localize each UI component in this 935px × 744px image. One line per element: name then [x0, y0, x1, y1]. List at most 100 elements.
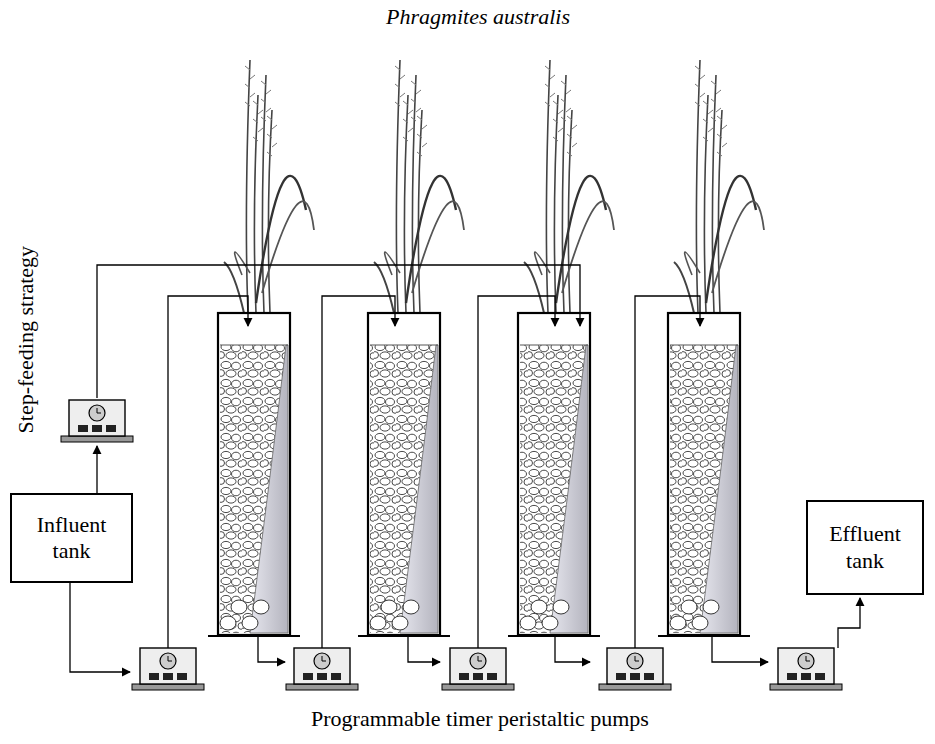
reed-flower: [272, 143, 277, 147]
reed-flower: [258, 110, 263, 114]
pump-button: [177, 673, 187, 680]
pump-button: [801, 673, 811, 680]
reed-leaf: [535, 252, 550, 275]
clock-hands: [97, 408, 101, 413]
column-shade: [700, 345, 738, 633]
reed-flower: [711, 81, 716, 85]
reed-flower: [550, 93, 555, 97]
reed-flower: [703, 101, 708, 105]
column-base: [508, 635, 600, 637]
reed-flower: [572, 125, 577, 129]
pump-button: [92, 425, 102, 432]
large-stone: [253, 600, 269, 614]
reed-flower: [708, 128, 713, 132]
reed-leaf: [262, 201, 314, 293]
reed-stem: [562, 75, 566, 313]
pump-button: [331, 673, 341, 680]
column-body: [218, 313, 290, 635]
reed-flower: [553, 101, 558, 105]
reed-flower: [403, 137, 408, 141]
pump-base: [442, 684, 514, 690]
large-stone: [370, 616, 386, 630]
wetland-column: [208, 60, 314, 636]
reed-flower: [267, 152, 272, 156]
peristaltic-pump: [442, 648, 514, 690]
reed-stem: [254, 95, 258, 313]
reed-flower: [411, 117, 416, 121]
bottom-label: Programmable timer peristaltic pumps: [311, 706, 649, 731]
pump-base: [132, 684, 204, 690]
clock-hands: [478, 656, 482, 661]
reed-flower: [253, 101, 258, 105]
reed-flower: [411, 99, 416, 103]
pump-button: [644, 673, 654, 680]
reed-flower: [700, 75, 705, 79]
reed-flower: [567, 116, 572, 120]
reed-flower: [267, 134, 272, 138]
large-stone: [403, 600, 419, 614]
column-base: [658, 635, 750, 637]
reed-flower: [245, 102, 250, 106]
reed-flower: [395, 84, 400, 88]
reed-leaf: [562, 201, 614, 293]
reed-leaf: [685, 252, 700, 275]
reed-flower: [711, 117, 716, 121]
reed-flower: [250, 75, 255, 79]
pump-base: [599, 684, 671, 690]
reed-flower: [545, 66, 550, 70]
reed-flower: [700, 93, 705, 97]
reed-flower: [561, 99, 566, 103]
large-stone: [520, 616, 536, 630]
reed-leaf: [235, 252, 250, 275]
large-stone: [703, 600, 719, 614]
reed-flower: [417, 134, 422, 138]
peristaltic-pump: [770, 648, 842, 690]
reed-flower: [267, 116, 272, 120]
reed-flower: [708, 110, 713, 114]
reed-flower: [695, 102, 700, 106]
pump-button: [459, 673, 469, 680]
reed-leaf: [385, 252, 400, 275]
clock-hands: [322, 656, 326, 661]
pump-button: [303, 673, 313, 680]
peristaltic-pump: [599, 648, 671, 690]
large-stone: [392, 616, 408, 630]
side-label: Step-feeding strategy: [13, 246, 38, 434]
peristaltic-pump: [61, 400, 133, 442]
reed-leaf: [256, 176, 306, 303]
reed-flower: [400, 75, 405, 79]
reed-flower: [416, 108, 421, 112]
reed-stem: [546, 60, 550, 313]
reed-flower: [695, 66, 700, 70]
reed-flower: [553, 119, 558, 123]
reed-flower: [717, 116, 722, 120]
tank-box: Influent tank: [10, 493, 133, 583]
reed-flower: [716, 108, 721, 112]
column-wall: [368, 313, 440, 635]
reed-flower: [416, 90, 421, 94]
reed-stem: [246, 60, 250, 313]
large-stone: [692, 616, 708, 630]
large-stone: [242, 616, 258, 630]
reed-flower: [261, 81, 266, 85]
gravel-bed: [520, 345, 588, 633]
pump-button: [163, 673, 173, 680]
reed-flower: [722, 125, 727, 129]
pump-button: [473, 673, 483, 680]
reed-flower: [722, 143, 727, 147]
reed-flower: [253, 119, 258, 123]
large-stone: [681, 600, 697, 614]
reed-flower: [411, 81, 416, 85]
reed-flower: [250, 93, 255, 97]
wetland-column: [508, 60, 614, 636]
pump-body: [294, 648, 350, 684]
reed-flower: [703, 137, 708, 141]
reed-leaf: [674, 262, 694, 313]
clock-hands: [168, 656, 172, 661]
reed-flower: [417, 116, 422, 120]
reed-flower: [717, 152, 722, 156]
reed-flower: [558, 128, 563, 132]
reed-stem: [396, 60, 400, 313]
reed-flower: [561, 117, 566, 121]
